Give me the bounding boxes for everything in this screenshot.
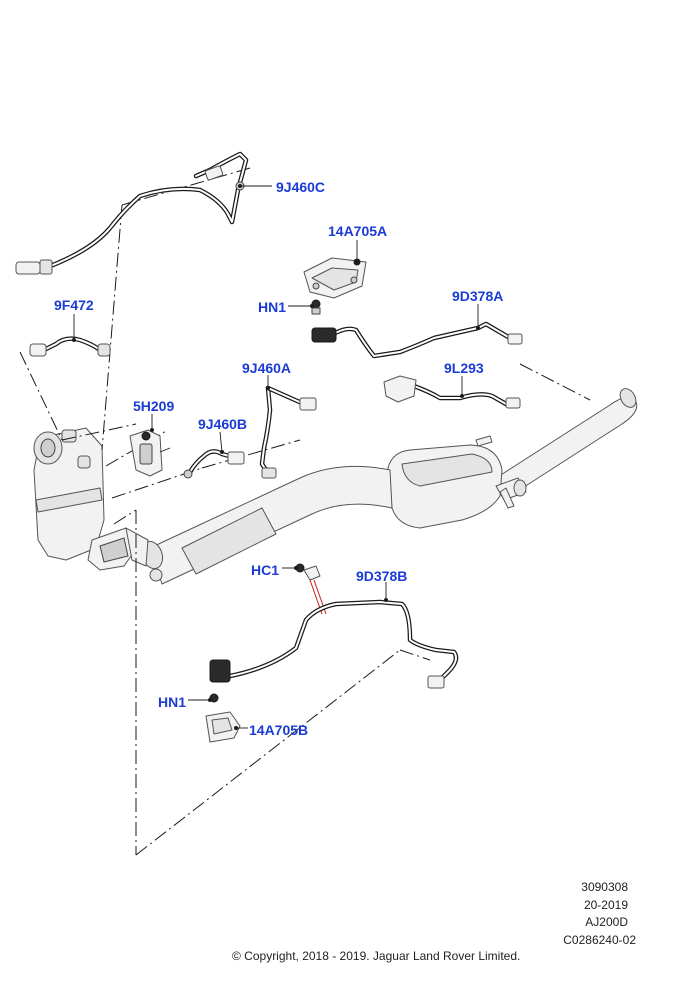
year-range: 20-2019	[583, 898, 628, 912]
flex-joint-bellows	[99, 537, 129, 563]
copyright: © Copyright, 2018 - 2019. Jaguar Land Ro…	[232, 949, 521, 963]
module-14A705B	[205, 711, 241, 743]
pipe-resonator	[181, 507, 277, 575]
hanger-rod-2	[499, 487, 515, 509]
illustration-number: 3090308	[581, 880, 628, 894]
model-code: AJ200D	[585, 915, 628, 929]
rear-pipe-end	[619, 388, 637, 408]
converter-inlet-bore	[40, 438, 56, 458]
sensor-9J460C	[15, 151, 249, 275]
callout-9J460B[interactable]: 9J460B	[198, 416, 248, 432]
exhaust-system	[140, 388, 638, 585]
front-flange-inner	[149, 568, 163, 582]
converter-band	[35, 487, 103, 513]
callout-5H209[interactable]: 5H209	[133, 398, 175, 414]
callout-14A705A[interactable]: 14A705A	[328, 223, 388, 239]
converter-outlet	[125, 527, 149, 567]
converter-boss-1	[61, 429, 77, 443]
callout-HN1-bottom[interactable]: HN1	[158, 694, 187, 710]
leader-lines	[73, 185, 479, 729]
sensor-9L293	[383, 375, 521, 409]
silencer-top	[401, 453, 493, 487]
reference-code: C0286240-02	[563, 933, 636, 947]
catalytic-converter	[33, 427, 149, 571]
callout-HC1[interactable]: HC1	[251, 562, 280, 578]
callout-9D378B[interactable]: 9D378B	[356, 568, 408, 584]
leader-dots	[72, 184, 480, 730]
callout-9J460A[interactable]: 9J460A	[242, 360, 292, 376]
reference-lines	[19, 167, 591, 856]
sensor-9J460A	[259, 385, 317, 479]
outlet-end	[513, 479, 527, 497]
module-14A705A	[303, 257, 367, 299]
sensor-9F472	[29, 336, 111, 357]
sensor-5H209	[129, 429, 171, 477]
callout-9J460C[interactable]: 9J460C	[276, 179, 326, 195]
callout-9L293[interactable]: 9L293	[444, 360, 484, 376]
callout-HN1-top[interactable]: HN1	[258, 299, 287, 315]
hanger-rod-1	[475, 435, 493, 447]
converter-boss-2	[77, 455, 91, 469]
sensor-9D378B	[209, 599, 459, 689]
sensor-9D378A	[311, 321, 523, 359]
sensor-9J460B	[183, 449, 245, 479]
callout-9D378A[interactable]: 9D378A	[452, 288, 504, 304]
callout-14A705B[interactable]: 14A705B	[249, 722, 309, 738]
callout-9F472[interactable]: 9F472	[54, 297, 94, 313]
